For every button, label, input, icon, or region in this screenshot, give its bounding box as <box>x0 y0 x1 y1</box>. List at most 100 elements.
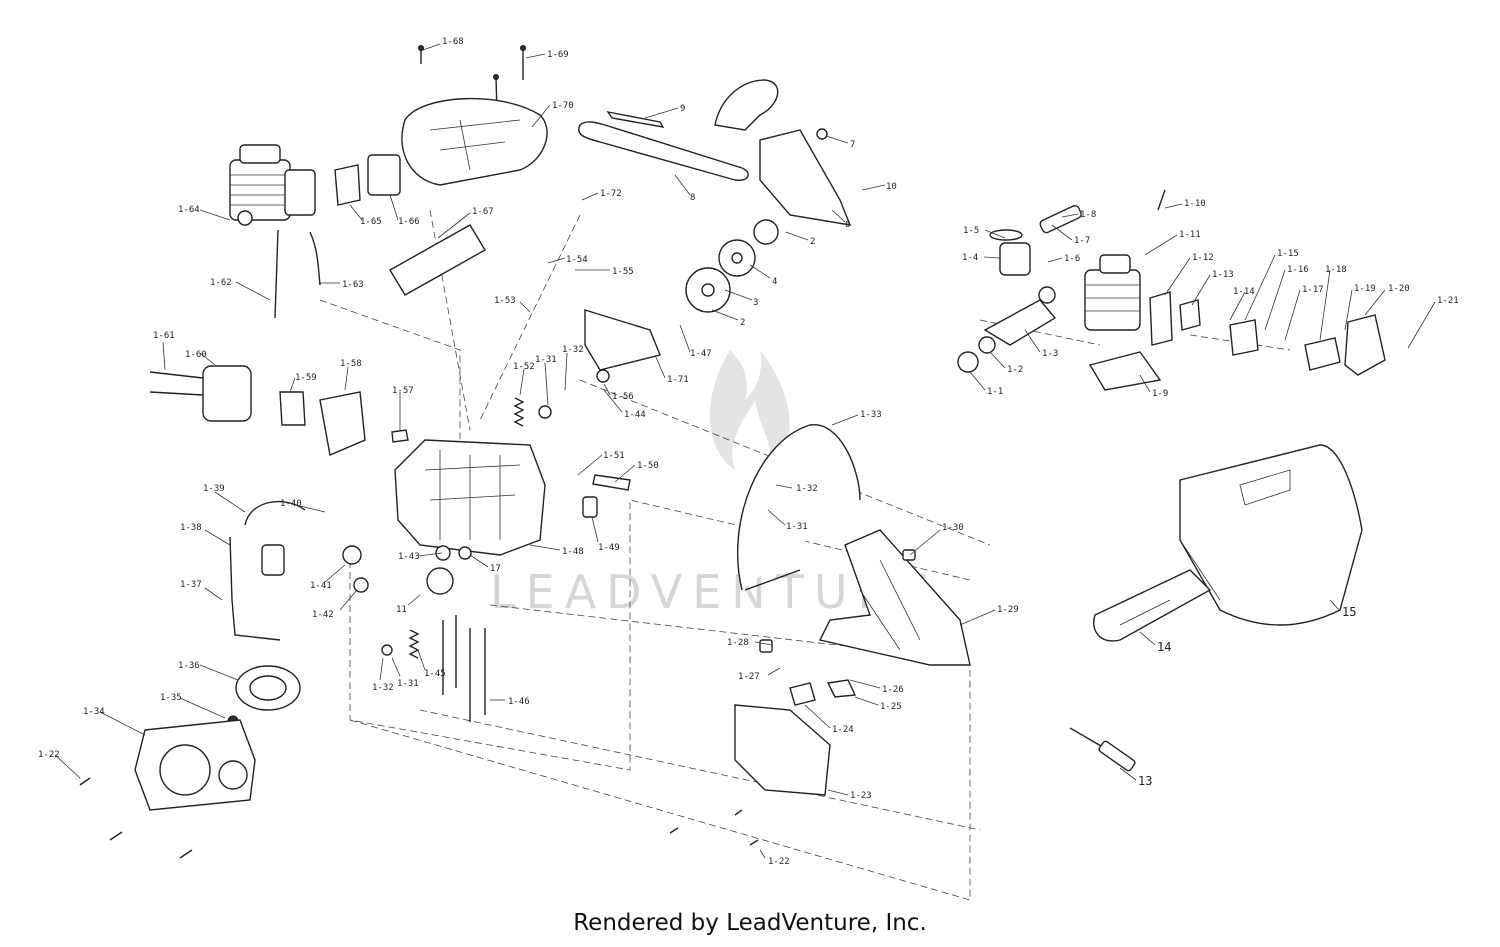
callout-1-8: 1-8 <box>1080 210 1096 220</box>
callout-1-70: 1-70 <box>552 101 574 111</box>
callout-1-23: 1-23 <box>850 791 872 801</box>
watermark: LEADVENTURE <box>490 350 929 619</box>
callout-1-35: 1-35 <box>160 693 182 703</box>
callout-1-5: 1-5 <box>963 226 979 236</box>
callout-1-25: 1-25 <box>880 702 902 712</box>
caps <box>342 474 631 595</box>
bottom-screws <box>79 615 759 859</box>
callout-1-9: 1-9 <box>1152 389 1168 399</box>
callout-1-13: 1-13 <box>1212 270 1234 280</box>
starter-housing <box>134 719 256 811</box>
callout-1-52: 1-52 <box>513 362 535 372</box>
callout-1-49: 1-49 <box>598 543 620 553</box>
guide-bar <box>578 121 749 181</box>
callout-13: 13 <box>1138 774 1152 788</box>
leader-lines <box>54 43 1436 859</box>
muffler <box>149 365 409 456</box>
carrying-case <box>1179 444 1363 626</box>
handle-bar <box>737 424 861 591</box>
engine-subassembly <box>957 189 1386 391</box>
callout-2-bottom: 2 <box>740 318 745 328</box>
callout-1-54: 1-54 <box>566 255 588 265</box>
callout-2-top: 2 <box>810 237 815 247</box>
callout-1-44: 1-44 <box>624 410 646 420</box>
callout-1-50: 1-50 <box>637 461 659 471</box>
callout-1-19: 1-19 <box>1354 284 1376 294</box>
callout-1-38: 1-38 <box>180 523 202 533</box>
springs <box>381 397 552 659</box>
fuel-lines <box>274 229 321 319</box>
callout-1-47: 1-47 <box>690 349 712 359</box>
callout-labels: 1-68 1-69 1-70 9 7 1-64 1-65 1-66 1-72 8… <box>38 37 1459 867</box>
engine-cylinder <box>229 144 316 226</box>
callout-1-51: 1-51 <box>603 451 625 461</box>
callout-1-31-lower: 1-31 <box>397 679 419 689</box>
callout-1-36: 1-36 <box>178 661 200 671</box>
callout-1-58: 1-58 <box>340 359 362 369</box>
trigger-parts <box>759 549 916 706</box>
callout-1-31-mid: 1-31 <box>786 522 808 532</box>
bar-scabbard <box>1093 569 1212 642</box>
callout-1-3: 1-3 <box>1042 349 1058 359</box>
callout-1-41: 1-41 <box>310 581 332 591</box>
callout-1-26: 1-26 <box>882 685 904 695</box>
callout-6: 6 <box>845 220 850 230</box>
callout-1-42: 1-42 <box>312 610 334 620</box>
callout-1-71: 1-71 <box>667 375 689 385</box>
callout-1-28: 1-28 <box>727 638 749 648</box>
callout-14: 14 <box>1157 640 1171 654</box>
callout-10: 10 <box>886 182 897 192</box>
callout-1-43: 1-43 <box>398 552 420 562</box>
parts-diagram: LEADVENTURE <box>38 37 1459 900</box>
callout-1-22-left: 1-22 <box>38 750 60 760</box>
sprocket-cover <box>734 704 831 796</box>
saw-chain <box>606 110 665 128</box>
callout-1-22-bottom: 1-22 <box>768 857 790 867</box>
callout-1-7: 1-7 <box>1074 236 1090 246</box>
top-cover <box>401 97 548 186</box>
callout-1-46: 1-46 <box>508 697 530 707</box>
ignition-coil <box>229 500 306 641</box>
callout-1-68: 1-68 <box>442 37 464 47</box>
callout-1-30: 1-30 <box>942 523 964 533</box>
callout-1-10: 1-10 <box>1184 199 1206 209</box>
chain-cover <box>584 309 661 371</box>
callout-1-67: 1-67 <box>472 207 494 217</box>
callout-1-45: 1-45 <box>424 669 446 679</box>
callout-1-62: 1-62 <box>210 278 232 288</box>
callout-1-64: 1-64 <box>178 205 200 215</box>
callout-1-61: 1-61 <box>153 331 175 341</box>
callout-1-14: 1-14 <box>1233 287 1255 297</box>
callout-1-24: 1-24 <box>832 725 854 735</box>
callout-1-59: 1-59 <box>295 373 317 383</box>
callout-1-34: 1-34 <box>83 707 105 717</box>
callout-1-2: 1-2 <box>1007 365 1023 375</box>
top-screws <box>418 45 526 151</box>
callout-1-63: 1-63 <box>342 280 364 290</box>
callout-1-21: 1-21 <box>1437 296 1459 306</box>
callout-1-57: 1-57 <box>392 386 414 396</box>
callout-1-18: 1-18 <box>1325 265 1347 275</box>
callout-7: 7 <box>850 140 855 150</box>
callout-15: 15 <box>1342 605 1356 619</box>
footer-credit: Rendered by LeadVenture, Inc. <box>573 910 927 936</box>
callout-1-32-upper: 1-32 <box>562 345 584 355</box>
callout-1-29: 1-29 <box>997 605 1019 615</box>
filter-gaskets <box>334 154 486 296</box>
callout-1-20: 1-20 <box>1388 284 1410 294</box>
callout-1-12: 1-12 <box>1192 253 1214 263</box>
callout-1-32-lower: 1-32 <box>372 683 394 693</box>
callout-1-66: 1-66 <box>398 217 420 227</box>
callout-1-56: 1-56 <box>612 392 634 402</box>
flywheel <box>227 665 301 727</box>
callout-1-16: 1-16 <box>1287 265 1309 275</box>
callout-1-69: 1-69 <box>547 50 569 60</box>
callout-3: 3 <box>753 298 758 308</box>
callout-1-11: 1-11 <box>1179 230 1201 240</box>
front-guard <box>714 79 852 226</box>
callout-1-32-mid: 1-32 <box>796 484 818 494</box>
callout-1-39: 1-39 <box>203 484 225 494</box>
callout-1-60: 1-60 <box>185 350 207 360</box>
callout-1-48: 1-48 <box>562 547 584 557</box>
callout-17: 17 <box>490 564 501 574</box>
